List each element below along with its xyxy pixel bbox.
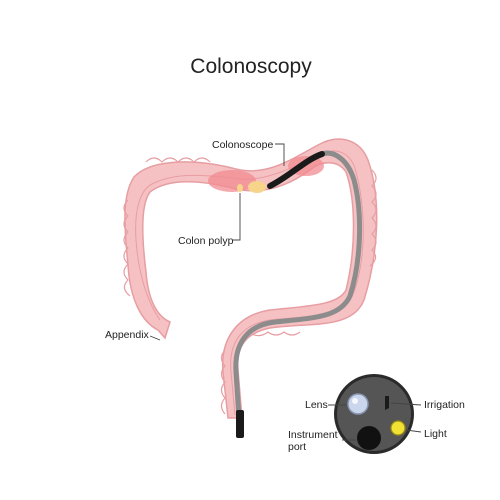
- leader-appendix: [149, 335, 161, 341]
- irrigation-nozzle: [385, 396, 389, 410]
- colon-polyp: [237, 181, 266, 193]
- label-port: port: [288, 441, 306, 453]
- scope-tip-closeup: [334, 374, 414, 454]
- colon-haustra: [123, 157, 377, 415]
- leader-irrigation: [390, 402, 422, 406]
- colonoscope-tube: [233, 150, 363, 421]
- label-lens: Lens: [305, 399, 328, 411]
- lens: [347, 393, 369, 415]
- label-irrigation: Irrigation: [424, 399, 465, 411]
- label-appendix: Appendix: [105, 329, 150, 341]
- colonoscope-tip: [267, 151, 325, 189]
- light-source: [390, 420, 406, 436]
- leader-colon-polyp: [233, 193, 241, 241]
- polyp-small: [237, 184, 243, 192]
- polyp-growth: [248, 181, 266, 193]
- lens-highlight: [352, 398, 358, 404]
- colon: [123, 138, 378, 419]
- label-colonoscope: Colonoscope: [212, 139, 273, 151]
- instrument-port: [357, 426, 381, 450]
- label-instrument: Instrument: [288, 429, 338, 441]
- leader-colonoscope: [275, 143, 285, 166]
- colonoscope-handle: [236, 410, 244, 438]
- label-colon-polyp: Colon polyp: [178, 235, 234, 247]
- label-light: Light: [424, 428, 447, 440]
- leader-light: [405, 429, 422, 433]
- inflamed-patch: [208, 170, 256, 192]
- colonoscope: [233, 150, 363, 438]
- diagram-title: Colonoscopy: [190, 55, 312, 78]
